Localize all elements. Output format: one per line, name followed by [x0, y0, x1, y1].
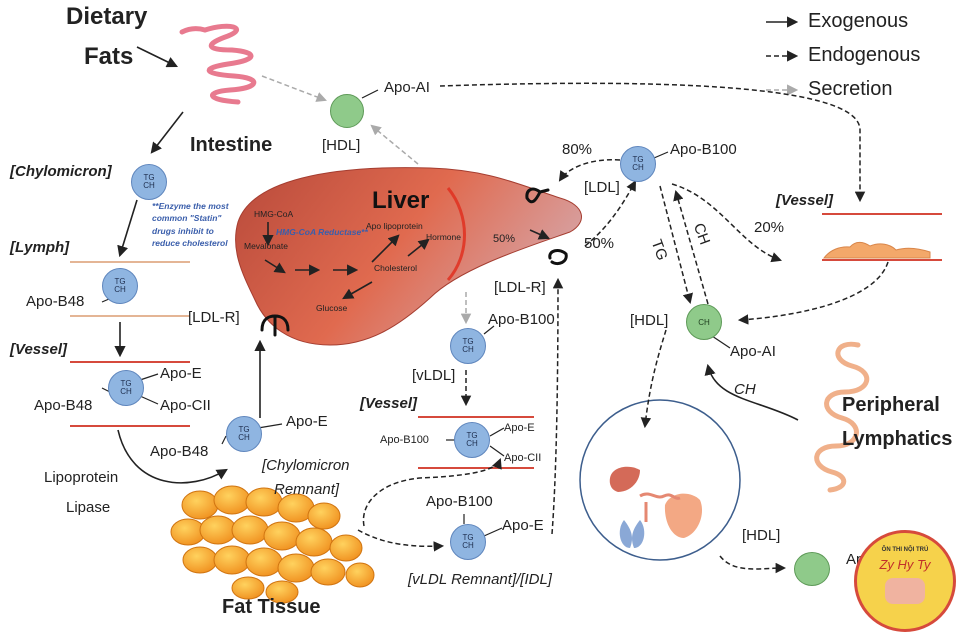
particle-tg-text: TG	[466, 430, 478, 440]
apo-ai-mid-label: Apo-AI	[730, 343, 776, 360]
statin-note-line-4: reduce cholesterol	[152, 237, 228, 248]
particle-tg-text: TG	[120, 378, 132, 388]
hmg-coa-reductase-label: HMG-CoA Reductase**	[276, 227, 368, 237]
hdl-top-label: [HDL]	[322, 137, 361, 154]
chylomicron-label: [Chylomicron]	[10, 163, 112, 180]
particle-ch-text: CH	[120, 387, 132, 396]
apo-b100-vessel-label: Apo-B100	[380, 434, 429, 446]
apo-e-vessel-label: Apo-E	[160, 365, 202, 382]
hormone-label: Hormone	[426, 232, 461, 242]
lymphatics-label: Lymphatics	[842, 428, 953, 450]
lipoprotein-label: Lipoprotein	[44, 469, 119, 486]
apo-e-vldl-vessel-label: Apo-E	[504, 422, 535, 434]
vessel-vldl-label: [Vessel]	[360, 395, 417, 412]
vldl-label: [vLDL]	[412, 367, 456, 384]
lymph-label: [Lymph]	[10, 239, 70, 256]
chylomicron-remnant-label-2: Remnant]	[274, 481, 340, 498]
legend-secretion: Secretion	[808, 78, 893, 100]
particle-tg-text: TG	[632, 154, 644, 164]
dietary-label: Dietary	[66, 3, 148, 30]
apo-b100-idl-label: Apo-B100	[426, 493, 493, 510]
fat-tissue-cluster	[170, 485, 375, 604]
particle-ch-text: CH	[466, 439, 478, 448]
particle-tg-text: TG	[462, 336, 474, 346]
statin-note-line-2: common "Statin"	[152, 213, 222, 224]
liver-percent-50: 50%	[493, 233, 516, 245]
badge-emblem-icon	[885, 578, 925, 604]
apo-e-remnant-label: Apo-E	[286, 413, 328, 430]
particle-tg-text: TG	[143, 172, 155, 182]
apo-b48-vessel-label: Apo-B48	[34, 397, 93, 414]
particle-ch-text: CH	[698, 317, 710, 327]
peripheral-lymphatic-shape	[814, 341, 870, 493]
cholesterol-label: Cholesterol	[374, 263, 417, 273]
particle-ch-text: CH	[462, 541, 474, 550]
apo-b48-lymph-label: Apo-B48	[26, 293, 85, 310]
intestine-label: Intestine	[190, 134, 273, 156]
hdl-mid-particle: CH	[686, 304, 722, 340]
lipase-label: Lipase	[66, 499, 111, 516]
ldlr-left-label: [LDL-R]	[188, 309, 240, 326]
statin-note: **Enzyme the most common "Statin" drugs …	[152, 200, 229, 249]
peripheral-label: Peripheral	[842, 394, 940, 416]
vessel-ldl-label: [Vessel]	[776, 192, 833, 209]
plaque-shape	[822, 241, 931, 259]
fats-label: Fats	[84, 43, 134, 70]
percent-80-label: 80%	[562, 141, 593, 158]
apo-cii-vldl-vessel-label: Apo-CII	[504, 452, 542, 464]
legend-exogenous: Exogenous	[808, 10, 909, 32]
mevalonate-label: Mevalonate	[244, 241, 288, 251]
particle-tg-text: TG	[462, 532, 474, 542]
particle-tg-text: TG	[238, 424, 250, 434]
chylomicron-remnant-label-1: [Chylomicron	[262, 457, 350, 474]
percent-20-label: 20%	[754, 219, 785, 236]
badge-line-2: Zy Hy Ty	[879, 557, 931, 572]
legend-endogenous: Endogenous	[808, 44, 921, 66]
fat-tissue-label: Fat Tissue	[222, 596, 321, 618]
vldl-remnant-label: [vLDL Remnant]/[IDL]	[408, 571, 552, 588]
hdl-bottom-label: [HDL]	[742, 527, 781, 544]
glucose-label: Glucose	[316, 303, 348, 313]
apo-cii-vessel-label: Apo-CII	[160, 397, 211, 414]
particle-tg-text: TG	[114, 276, 126, 286]
particle-ch-text: CH	[462, 345, 474, 354]
statin-note-line-3: drugs inhibit to	[152, 225, 214, 236]
hdl-top-particle	[330, 94, 364, 128]
organ-circle	[579, 399, 741, 561]
hmg-coa-label: HMG-CoA	[254, 209, 294, 219]
apo-e-idl-label: Apo-E	[502, 517, 544, 534]
ch-lymph-flow-label: CH	[734, 381, 756, 398]
particle-ch-text: CH	[114, 285, 126, 294]
ldl-label: [LDL]	[584, 179, 620, 196]
hdl-bottom-particle	[794, 552, 830, 586]
apo-ai-top-label: Apo-AI	[384, 79, 430, 96]
apo-b100-ldl-label: Apo-B100	[670, 141, 737, 158]
watermark-badge: ÔN THI NỘI TRÚ Zy Hy Ty	[854, 530, 956, 632]
statin-note-line-1: **Enzyme the most	[152, 201, 229, 211]
legend-graphics	[766, 16, 799, 96]
percent-50-label: 50%	[584, 235, 615, 252]
apolipoprotein-label: Apo lipoprotein	[366, 221, 423, 231]
ldlr-mid-label: [LDL-R]	[494, 279, 546, 296]
hdl-mid-label: [HDL]	[630, 312, 669, 329]
liver-label: Liver	[372, 187, 430, 214]
vessel-label: [Vessel]	[10, 341, 67, 358]
particle-ch-text: CH	[143, 181, 155, 190]
apo-b48-remnant-label: Apo-B48	[150, 443, 209, 460]
particle-ch-text: CH	[238, 433, 250, 442]
apo-b100-vldl-label: Apo-B100	[488, 311, 555, 328]
badge-line-1: ÔN THI NỘI TRÚ	[881, 547, 929, 553]
particle-ch-text: CH	[632, 163, 644, 172]
intestine-shape	[202, 23, 257, 105]
